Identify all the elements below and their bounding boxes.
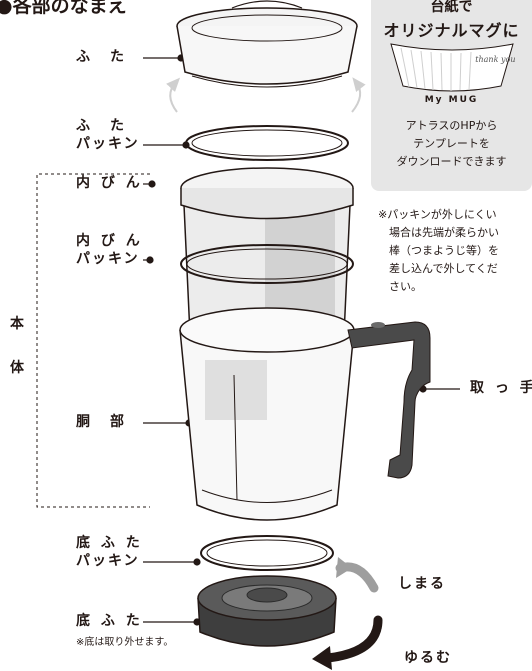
note-line: 棒（つまようじ等）を (389, 244, 499, 257)
main-body-bracket (36, 173, 150, 508)
mug-template-callout: 台紙で オリジナルマグに thank you! My MUG アトラスのHPから… (371, 0, 532, 191)
loosen-arrowhead (312, 646, 332, 670)
note-line: さい。 (389, 280, 422, 293)
label-inner-bottle: 内 び ん (76, 175, 143, 191)
bottom-gasket (200, 535, 334, 571)
note-line: 場合は先端が柔らかい (389, 226, 499, 239)
template-sample-text: thank you! (475, 55, 515, 64)
bottom-lid-note: ※底は取り外せます。 (76, 637, 174, 648)
note-line: ※パッキンが外しにくい (378, 208, 497, 221)
mug-label: My MUG (424, 95, 479, 105)
mug-template-illustration: thank you! (390, 43, 515, 92)
loosen-arrow (323, 615, 383, 663)
handle-button (371, 322, 385, 328)
attach-arrow-left (166, 77, 181, 113)
callout-desc-line: ダウンロードできます (396, 155, 507, 168)
callout-description: アトラスのHPから テンプレートを ダウンロードできます (371, 117, 532, 171)
label-bottom-lid: 底 ふ た (76, 613, 143, 629)
callout-desc-line: アトラスのHPから (405, 119, 498, 132)
callout-line-1: 台紙で (430, 0, 473, 15)
label-bottom-gasket-line2: パッキン (76, 553, 140, 569)
body (179, 307, 355, 521)
label-main-body-1: 本 (10, 316, 24, 332)
inner-gasket (180, 244, 354, 284)
lid (176, 0, 358, 88)
section-title: ●各部のなまえ (0, 0, 127, 17)
attach-arrow-right (351, 77, 366, 113)
label-bottom-gasket-line1: 底 ふ た (76, 535, 143, 551)
label-lid-gasket-line2: パッキン (76, 136, 140, 152)
label-handle: 取 っ 手 (470, 380, 532, 396)
callout-desc-line: テンプレートを (413, 137, 490, 150)
gasket-removal-note: ※パッキンが外しにくい 場合は先端が柔らかい 棒（つまようじ等）を 差し込んで外… (378, 206, 528, 296)
handle (347, 321, 431, 479)
lid-gasket (185, 125, 349, 161)
label-loosen: ゆるむ (404, 650, 452, 666)
label-main-body-2: 体 (10, 360, 24, 376)
label-lid-gasket-line1: ふ た (76, 118, 127, 134)
label-inner-gasket-line1: 内 び ん (76, 233, 143, 249)
callout-line-2: オリジナルマグに (383, 21, 520, 40)
label-body: 胴 部 (76, 414, 127, 430)
bottom-lid (197, 575, 337, 647)
label-lid: ふ た (76, 49, 127, 65)
label-tighten: しまる (398, 576, 446, 592)
label-inner-gasket-line2: パッキン (76, 251, 140, 267)
note-line: 差し込んで外してくだ (389, 262, 498, 275)
tighten-arrowhead (336, 557, 352, 578)
